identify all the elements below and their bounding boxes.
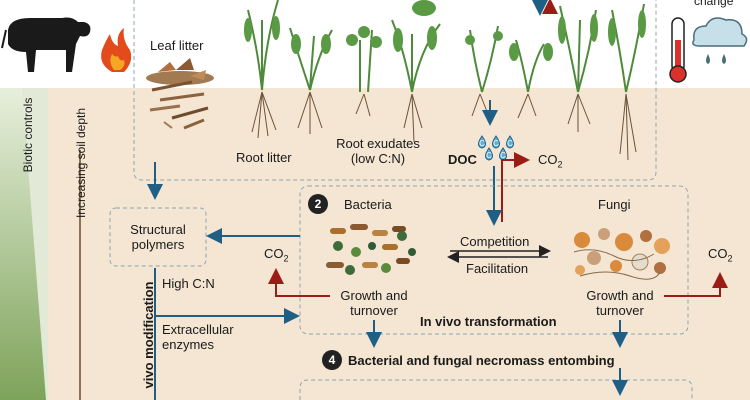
- root-exudates-label: Root exudates (low C:N): [326, 136, 430, 166]
- fire-icon: [101, 28, 132, 72]
- fungi-cluster-icon: [573, 228, 670, 280]
- extracellular-enzymes-line2: enzymes: [162, 337, 215, 352]
- structural-polymers-label: Structural polymers: [114, 222, 202, 252]
- fungi-growth-label: Growth and turnover: [572, 288, 668, 318]
- fungi-co2-text: CO: [708, 246, 728, 261]
- structural-polymers-box: [109, 207, 207, 267]
- high-cn-label: High C:N: [162, 276, 215, 291]
- root-exudates-line2: (low C:N): [350, 151, 406, 166]
- rain-cloud-icon: [692, 17, 748, 64]
- bacteria-growth-label: Growth and turnover: [326, 288, 422, 318]
- biotic-controls-wedge: [0, 88, 46, 400]
- fungi-growth-line2: turnover: [596, 303, 644, 318]
- fungi-co2-arrow: [664, 272, 728, 297]
- structural-polymers-line1: Structural: [130, 222, 186, 237]
- doc-droplet-letter: C: [500, 151, 506, 160]
- fungi-co2-subscript: 2: [727, 253, 733, 264]
- competition-label: Competition: [460, 234, 530, 249]
- thermometer-icon: [669, 17, 687, 83]
- structural-polymers-line2: polymers: [131, 237, 185, 252]
- fungi-label: Fungi: [598, 197, 631, 212]
- in-vivo-transformation-label: In vivo transformation: [420, 314, 557, 329]
- cow-icon: [1, 17, 91, 72]
- plant-leaves: [244, 0, 646, 61]
- step-2-badge: 2: [308, 194, 328, 214]
- bottom-dashed-box: [299, 379, 693, 400]
- doc-co2-subscript: 2: [557, 159, 563, 170]
- bacteria-co2-arrow: [268, 268, 330, 297]
- facilitation-label: Facilitation: [466, 261, 529, 276]
- bacteria-growth-line1: Growth and: [340, 288, 408, 303]
- leaf-litter-pile-icon: [146, 58, 214, 130]
- surface-dashed-box: [133, 0, 657, 181]
- necromass-entombing-label: Bacterial and fungal necromass entombing: [348, 353, 615, 368]
- doc-droplets-icon: [478, 135, 514, 161]
- fungi-growth-line1: Growth and: [586, 288, 654, 303]
- biotic-controls-label: Biotic controls: [21, 97, 35, 173]
- bacteria-co2-label: CO2: [264, 246, 289, 267]
- doc-droplet-letter: C: [479, 139, 485, 148]
- leaf-litter-label: Leaf litter: [150, 38, 204, 53]
- root-exudates-line1: Root exudates: [336, 136, 420, 151]
- doc-droplet-letter: C: [486, 151, 492, 160]
- extracellular-enzymes-label: Extracellular enzymes: [162, 322, 234, 352]
- plants-group: [247, 0, 645, 93]
- root-litter-label: Root litter: [236, 150, 292, 165]
- bacteria-label: Bacteria: [344, 197, 392, 212]
- doc-droplet-letter: C: [507, 139, 513, 148]
- extracellular-enzymes-line1: Extracellular: [162, 322, 234, 337]
- increasing-soil-depth-label: Increasing soil depth: [74, 107, 88, 219]
- bacteria-co2-subscript: 2: [283, 253, 289, 264]
- bacteria-cluster-icon: [326, 224, 416, 275]
- step-4-badge: 4: [322, 350, 342, 370]
- bacteria-growth-line2: turnover: [350, 303, 398, 318]
- microbes-box: [299, 185, 689, 335]
- doc-label: DOC: [448, 152, 477, 167]
- fungi-co2-label: CO2: [708, 246, 733, 267]
- doc-co2-text: CO: [538, 152, 558, 167]
- in-vivo-modification-label: vivo modification: [141, 281, 156, 389]
- bacteria-co2-text: CO: [264, 246, 284, 261]
- roots-group: [251, 91, 637, 161]
- doc-co2-label: CO2: [538, 152, 563, 173]
- doc-co2-arrow: [501, 152, 530, 222]
- doc-droplet-letter: C: [493, 139, 499, 148]
- climate-change-label: change: [694, 0, 734, 8]
